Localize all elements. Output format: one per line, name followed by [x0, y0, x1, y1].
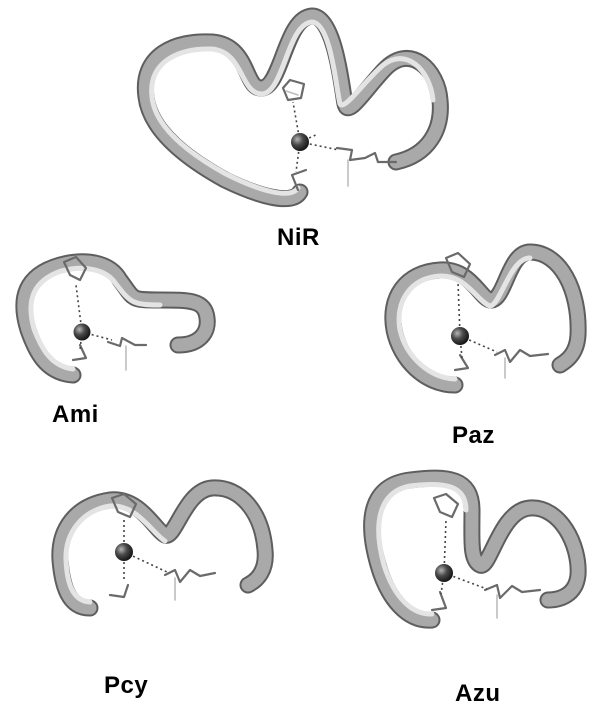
paz-metal-ion: [451, 327, 469, 345]
paz-backbone-tube: [393, 252, 578, 385]
structure-nir: [145, 16, 440, 199]
nir-metal-ion: [291, 133, 309, 151]
label-pcy: Pcy: [104, 672, 148, 700]
label-nir: NiR: [277, 224, 320, 252]
pcy-backbone-tube: [60, 488, 265, 608]
nir-backbone-tube: [145, 16, 440, 199]
ami-backbone-tube: [24, 262, 207, 375]
azu-metal-ion: [435, 564, 453, 582]
label-azu: Azu: [455, 680, 501, 708]
label-ami: Ami: [52, 401, 99, 429]
ami-metal-ion: [74, 324, 91, 341]
structure-ami: [24, 257, 207, 375]
structure-azu: [372, 478, 579, 620]
structure-paz: [393, 252, 578, 385]
structure-pcy: [60, 488, 265, 608]
label-paz: Paz: [452, 422, 495, 450]
pcy-metal-ion: [115, 543, 133, 561]
azu-backbone-tube: [372, 478, 579, 620]
